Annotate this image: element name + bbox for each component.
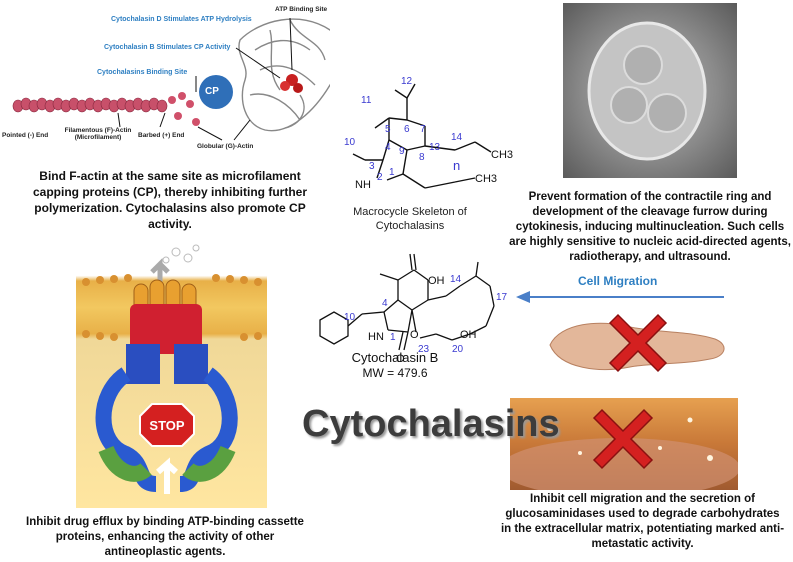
skel-num-3: 3 [369,161,375,172]
skeleton-panel: 12 11 10 5 6 7 4 3 9 8 13 14 1 2 n NH CH… [325,70,530,240]
stop-sign-text: STOP [149,418,185,433]
mol-atom-o-a: O [396,353,405,365]
skel-num-13: 13 [429,142,441,153]
label-filamentous-line2: (Microfilament) [74,134,122,141]
skeleton-structure: 12 11 10 5 6 7 4 3 9 8 13 14 1 2 n NH CH… [344,76,513,191]
mol-num-17: 17 [496,292,508,303]
skel-num-1: 1 [389,167,395,178]
mol-num-14: 14 [450,274,462,285]
actin-filament-illustration [12,17,330,141]
skel-num-2: 2 [377,172,383,183]
skel-num-4: 4 [385,142,391,153]
migration-arrow [516,291,724,303]
tissue-image [510,398,738,490]
migrating-cell-image [540,305,735,385]
cross-icon-2 [592,408,654,470]
molecule-panel: 10 4 14 17 1 23 20 OH OH HN O O Cytochal… [300,240,520,390]
stop-sign-icon [139,403,195,447]
label-atp-binding-site: ATP Binding Site [275,6,328,13]
mol-num-23: 23 [418,344,430,355]
skel-num-6: 6 [404,124,410,135]
main-title: Cytochalasins [302,403,560,445]
cell-micrograph [563,3,737,178]
skel-num-n: n [453,158,460,173]
mol-num-1: 1 [390,332,396,343]
label-cd-stimulates: Cytochalasin D Stimulates ATP Hydrolysis [111,16,252,23]
actin-caption: Bind F-actin at the same site as microfi… [32,169,307,231]
mol-atom-o-ring: O [410,329,419,341]
skel-num-12: 12 [401,76,413,87]
label-filamentous-line1: Filamentous (F)-Actin [64,127,132,134]
molecule-name: Cytochalasin B [351,350,439,365]
label-cp: CP [205,86,219,97]
protein-structure [238,18,330,132]
mol-atom-hn: HN [368,331,384,343]
cell-micrograph-art [587,21,707,161]
g-actin-monomers [168,92,200,126]
migration-label: Cell Migration [578,274,658,288]
skel-num-5: 5 [385,124,391,135]
label-cb-stimulates: Cytochalasin B Stimulates CP Activity [104,44,231,51]
skel-num-11: 11 [361,95,372,106]
mol-num-10: 10 [344,312,356,323]
label-binding-site: Cytochalasins Binding Site [97,69,188,76]
molecule-mw: MW = 479.6 [362,366,428,380]
tissue-art [510,417,738,490]
label-barbed-end: Barbed (+) End [138,132,185,139]
f-actin-filament [12,97,168,113]
label-globular: Globular (G)-Actin [197,143,254,150]
skel-num-9: 9 [399,146,405,157]
cross-icon-1 [608,313,668,373]
mol-num-4: 4 [382,298,388,309]
cp-circle [199,75,233,109]
skel-atom-ch3-b: CH3 [475,173,497,185]
cytochalasin-b-structure: 10 4 14 17 1 23 20 OH OH HN O O [319,253,508,365]
skel-atom-ch3-a: CH3 [491,149,513,161]
skeleton-caption: Macrocycle Skeleton of Cytochalasins [340,205,480,233]
skel-num-10: 10 [344,137,356,148]
transporter-illustration [82,244,262,494]
actin-panel: Cytochalasin D Stimulates ATP Hydrolysis… [0,0,330,231]
skeleton-caption-line2: Cytochalasins [375,220,445,232]
label-pointed-end: Pointed (-) End [2,132,49,139]
membrane-caption: Inhibit drug efflux by binding ATP-bindi… [26,516,304,558]
migration-caption: Inhibit cell migration and the secretion… [500,493,785,550]
cell-caption: Prevent formation of the contractile rin… [509,191,791,263]
skeleton-caption-line1: Macrocycle Skeleton of [353,206,467,218]
mol-num-20: 20 [452,344,464,355]
skel-num-14: 14 [451,132,463,143]
mol-atom-oh-b: OH [460,329,477,341]
mol-atom-oh-a: OH [428,275,445,287]
label-filamentous: Filamentous (F)-Actin (Microfilament) [58,127,138,141]
skel-num-8: 8 [419,152,425,163]
skel-atom-nh: NH [355,179,371,191]
skel-num-7: 7 [420,124,426,135]
membrane-panel: STOP [76,244,267,508]
